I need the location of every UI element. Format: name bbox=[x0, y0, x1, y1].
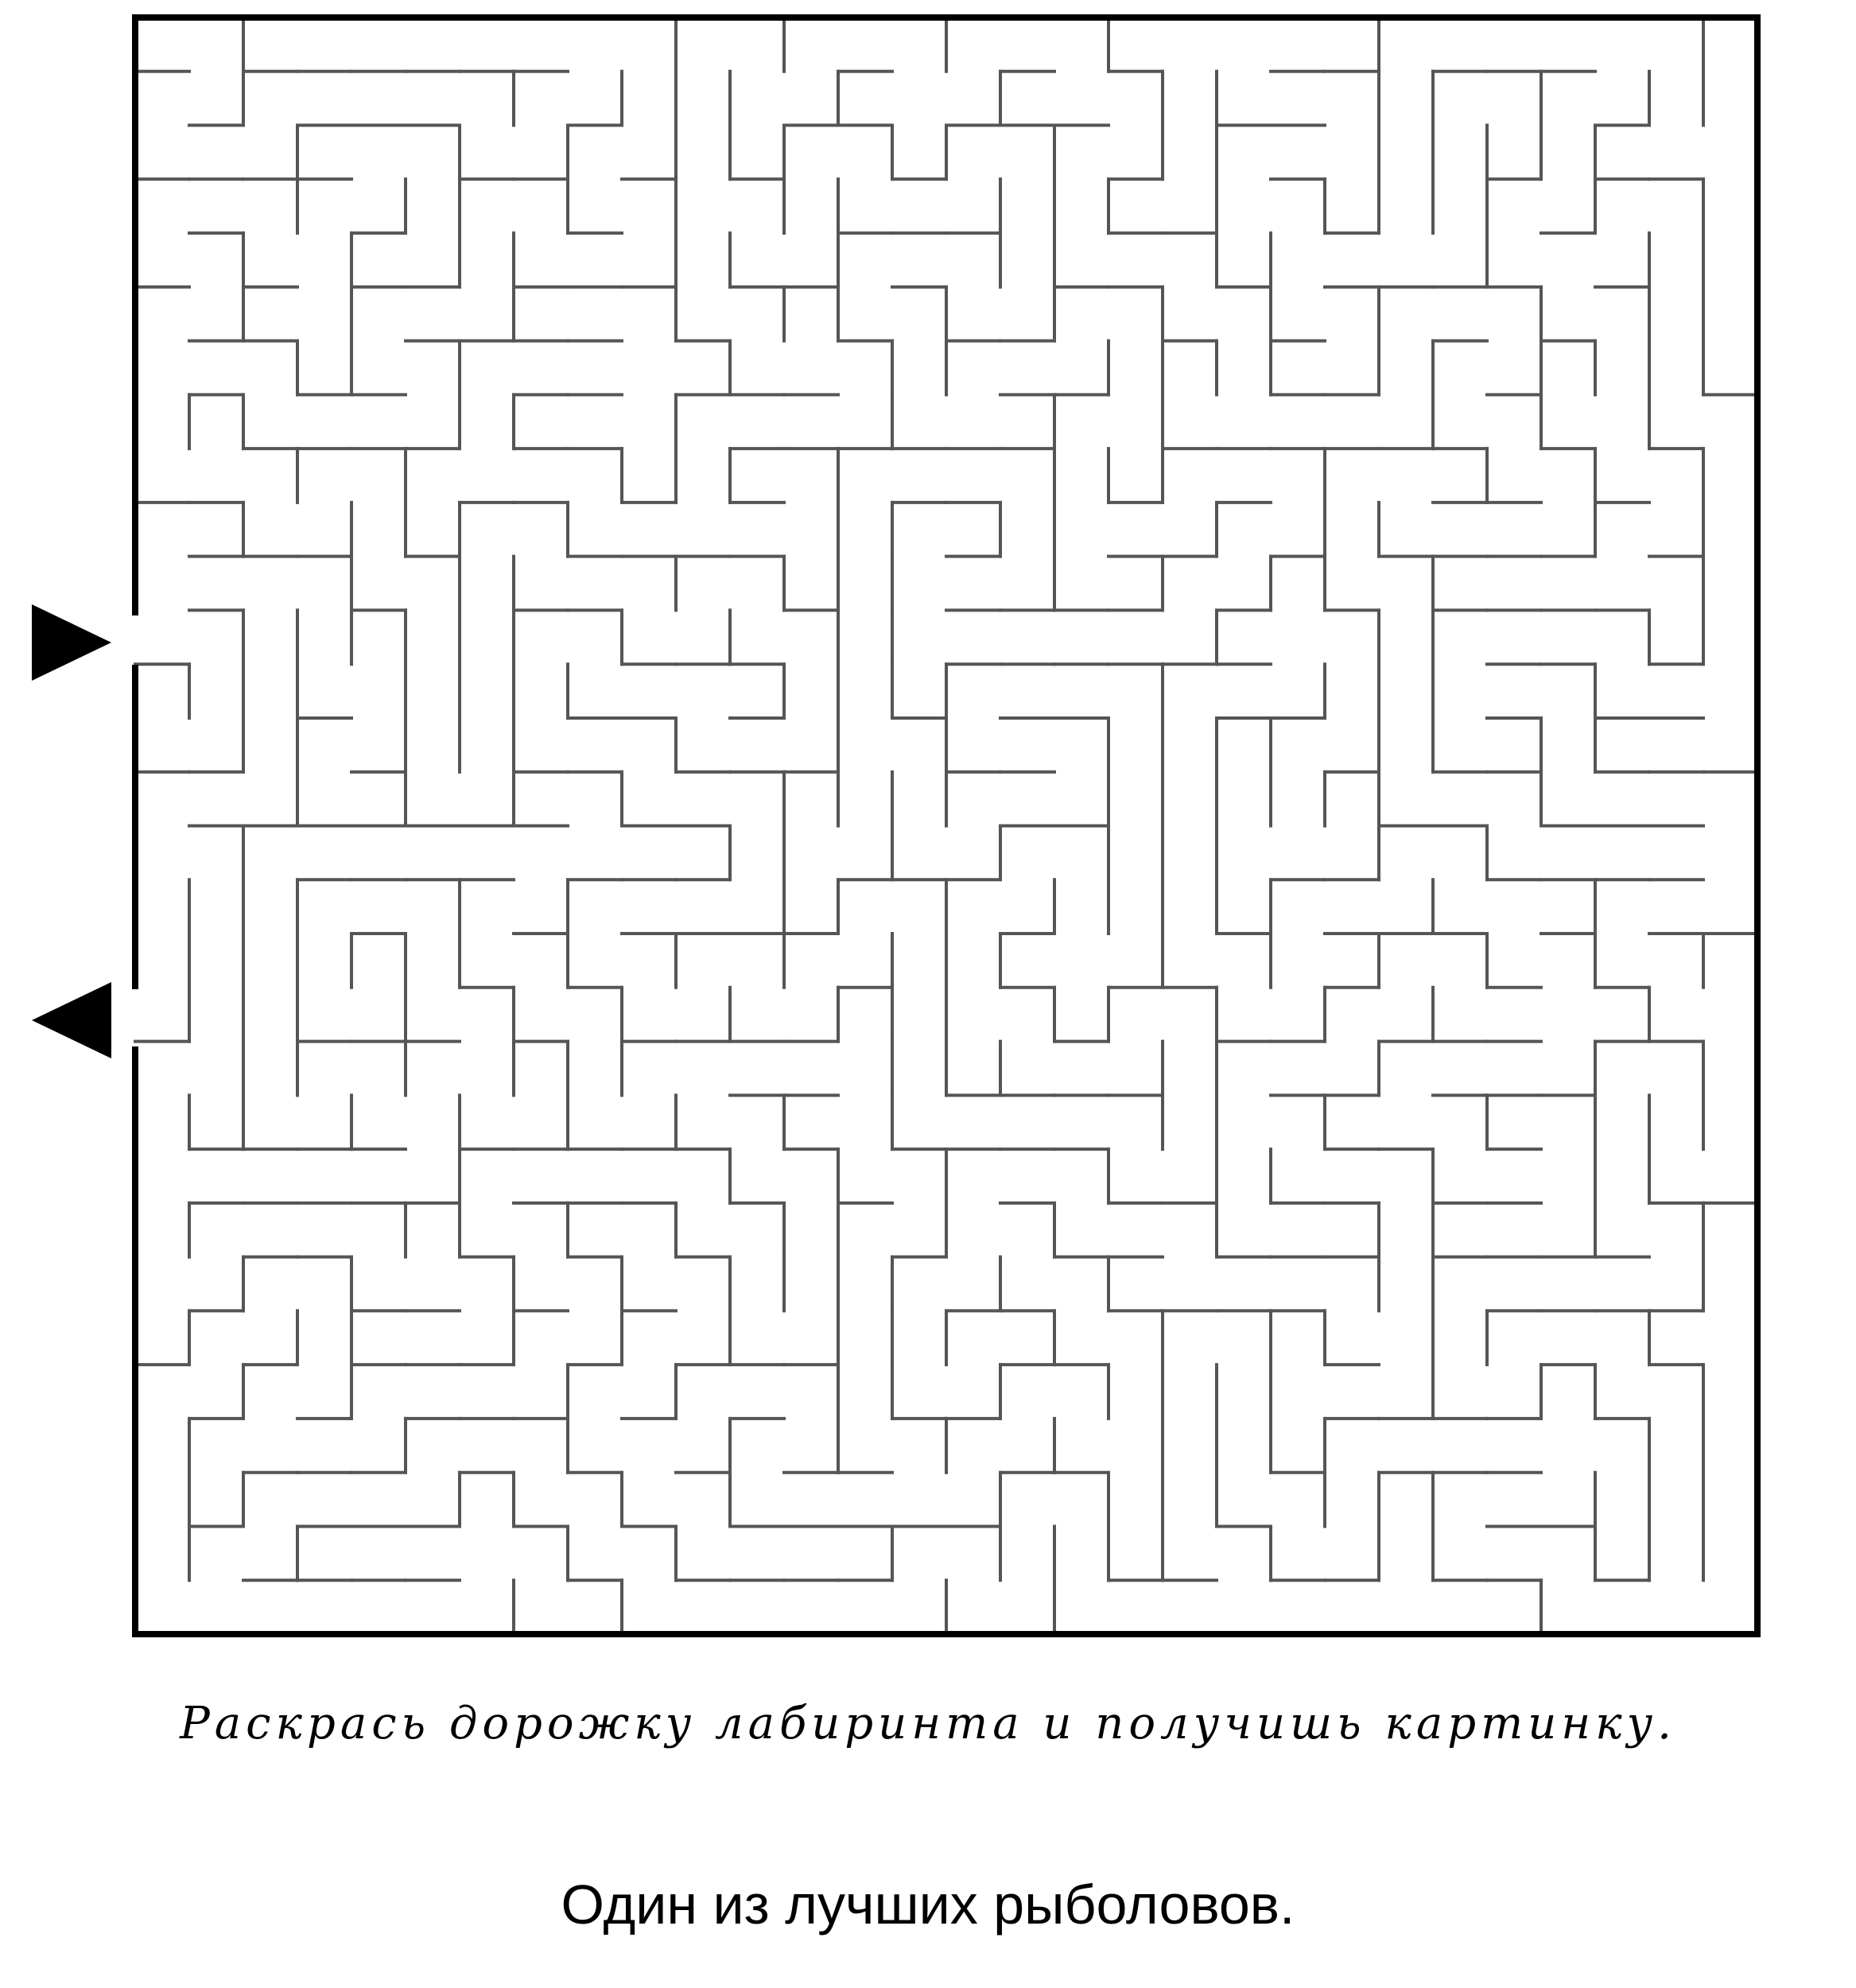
maze-area bbox=[32, 14, 1761, 1637]
instruction-text: Раскрась дорожку лабиринта и получишь ка… bbox=[180, 1698, 1676, 1749]
entrance-arrow-icon bbox=[32, 604, 111, 681]
maze-grid bbox=[132, 14, 1761, 1637]
caption-text: Один из лучших рыболовов. bbox=[561, 1873, 1295, 1936]
exit-arrow-icon bbox=[32, 982, 111, 1058]
